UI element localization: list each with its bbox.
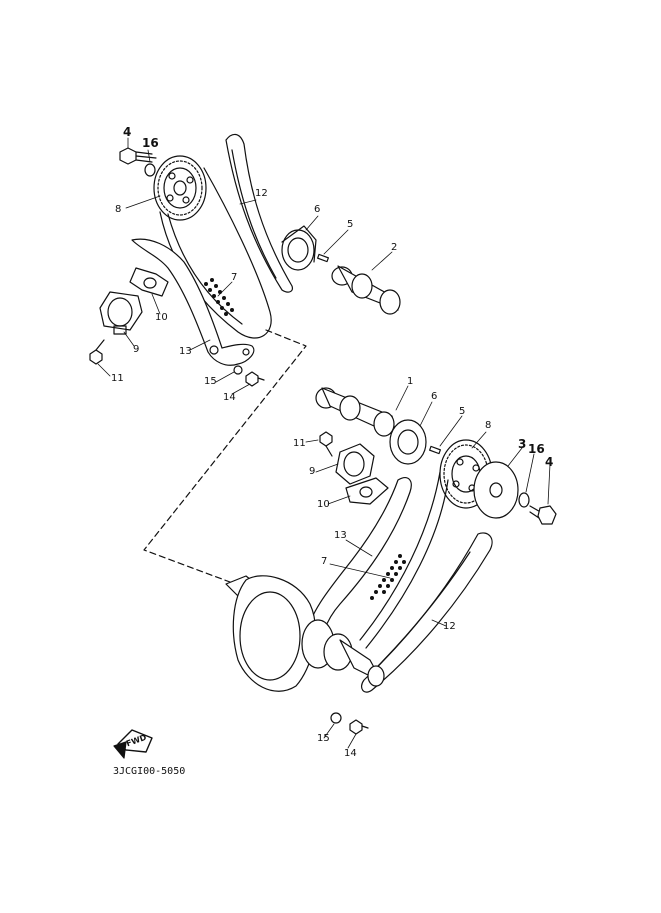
- bolt-14-bottom: [349, 719, 369, 735]
- camshaft-bottom: [315, 387, 397, 437]
- callout-13-bottom: 13: [334, 530, 347, 541]
- callout-13-top: 13: [179, 346, 192, 357]
- drawing-code: 3JCGI00-5050: [113, 766, 186, 777]
- tensioner-top: [99, 291, 143, 335]
- callout-9-bottom: 9: [309, 466, 316, 477]
- callout-11-bottom: 11: [293, 438, 306, 449]
- callout-16-bottom: 16: [528, 442, 545, 456]
- tensioner-bottom: [335, 443, 375, 485]
- callout-6-bottom: 6: [431, 391, 438, 402]
- pin-bottom: [429, 445, 441, 455]
- washer-15-bottom: [330, 712, 342, 724]
- callout-16-top: 16: [142, 136, 159, 150]
- callout-4-bottom: 4: [545, 455, 554, 469]
- plate-bottom: [473, 461, 519, 519]
- chain-guide-top: [225, 133, 293, 293]
- washer-15-top: [233, 365, 243, 375]
- callout-6-top: 6: [314, 204, 321, 215]
- callout-15-top: 15: [204, 376, 217, 387]
- callout-14-bottom: 14: [344, 748, 357, 759]
- callout-7-bottom: 7: [321, 556, 328, 567]
- callout-10-top: 10: [155, 312, 168, 323]
- gasket-bottom: [345, 477, 389, 505]
- bolt-11-top: [89, 339, 105, 365]
- callout-15-bottom: 15: [317, 733, 330, 744]
- callout-10-bottom: 10: [317, 499, 330, 510]
- cam-drive-top: [281, 225, 317, 271]
- callout-7-top: 7: [231, 272, 238, 283]
- callout-3-bottom: 3: [518, 437, 527, 451]
- cam-drive-bottom: [389, 419, 427, 465]
- gasket-top: [129, 267, 169, 297]
- callout-4-top: 4: [123, 125, 132, 139]
- callout-5-top: 5: [347, 219, 354, 230]
- bolt-bottom: [529, 505, 557, 525]
- bolt-14-top: [245, 371, 265, 387]
- tensioner-arm-top: [131, 238, 255, 366]
- bolt-11-bottom: [319, 431, 333, 457]
- cam-sprocket-top: [153, 155, 207, 221]
- callout-5-bottom: 5: [459, 406, 466, 417]
- callout-12-bottom: 12: [443, 621, 456, 632]
- bolt-top: [119, 147, 157, 165]
- reference-dashed-line: [143, 329, 307, 583]
- callout-14-top: 14: [223, 392, 236, 403]
- callout-9-top: 9: [133, 344, 140, 355]
- pin-top: [317, 253, 329, 263]
- callout-11-top: 11: [111, 373, 124, 384]
- callout-12-top: 12: [255, 188, 268, 199]
- callout-8-top: 8: [115, 204, 122, 215]
- crankshaft: [225, 575, 385, 692]
- washer-top: [144, 163, 156, 177]
- callout-1-bottom: 1: [407, 376, 414, 387]
- camshaft-top: [331, 265, 401, 315]
- timing-chain-bottom: [359, 471, 449, 649]
- fwd-arrow: [113, 729, 153, 759]
- callout-2-top: 2: [391, 242, 398, 253]
- callout-8-bottom: 8: [485, 420, 492, 431]
- leader-lines: [97, 137, 551, 749]
- washer-bottom: [518, 492, 530, 508]
